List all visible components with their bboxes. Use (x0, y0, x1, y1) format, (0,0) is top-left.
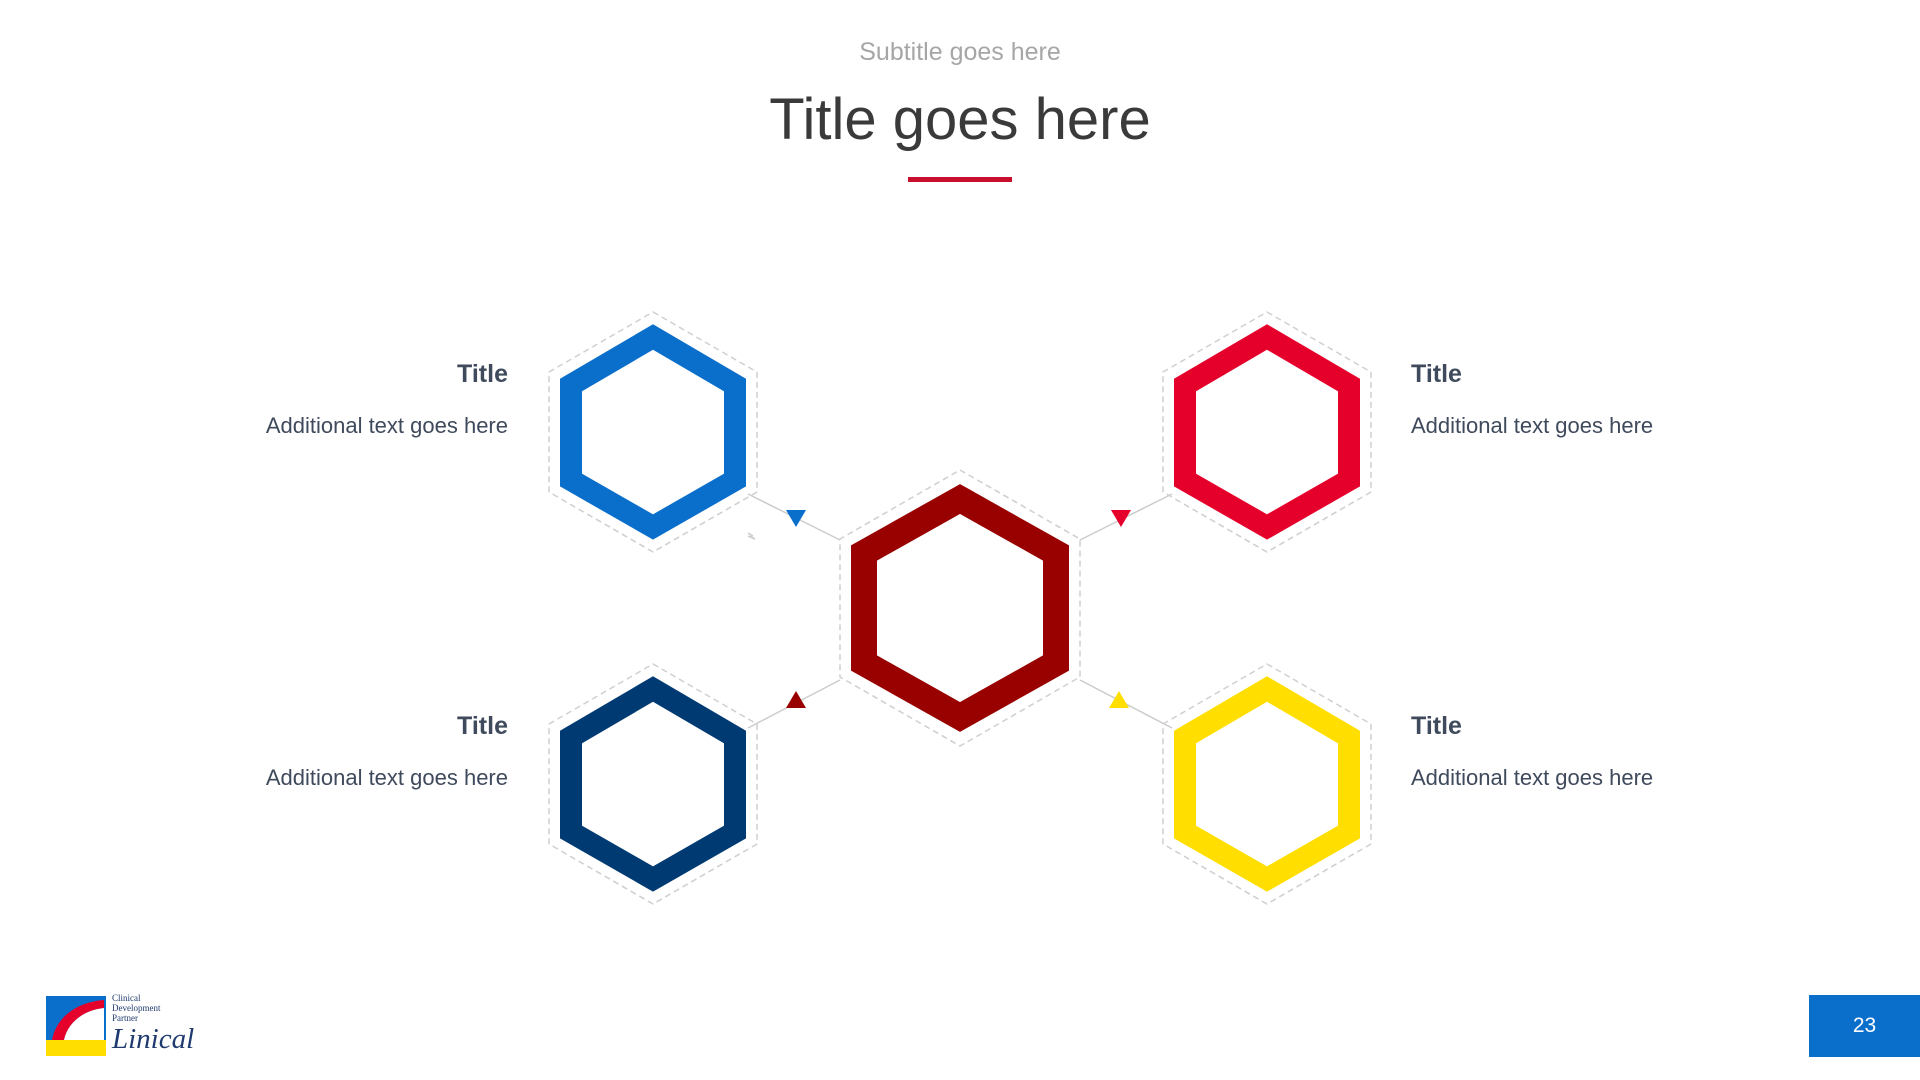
connector-lines (747, 493, 1173, 729)
hexagon-bottom-right (1162, 663, 1372, 905)
page-number-badge: 23 (1809, 995, 1920, 1057)
connector-top-left (747, 532, 754, 537)
arrow-down-icon (1111, 510, 1131, 527)
hexagon-top-right (1162, 311, 1372, 553)
node-description: Additional text goes here (265, 413, 508, 438)
logo-tagline-line: Development (112, 1003, 161, 1013)
hexagon-top-left-outline (548, 311, 758, 553)
hexagon-bottom-left (548, 663, 758, 905)
node-description: Additional text goes here (1411, 765, 1654, 790)
node-top-left-text: Title Additional text goes here (188, 357, 508, 441)
hexagon-top-right-outline (1162, 311, 1372, 553)
hexagon-top-right-ring (1174, 324, 1360, 540)
center-hexagon-ring (851, 484, 1069, 732)
hexagon-bottom-right-ring (1174, 676, 1360, 892)
logo-tagline-line: Clinical (112, 993, 141, 1003)
node-title: Title (457, 360, 508, 388)
company-logo: Clinical Development Partner Linical (46, 993, 206, 1057)
logo-tagline-line: Partner (112, 1013, 138, 1023)
node-title: Title (1411, 360, 1462, 388)
hexagon-bottom-left-outline (548, 663, 758, 905)
page-number: 23 (1852, 1014, 1877, 1037)
hexagon-top-left-ring (560, 324, 746, 540)
slide-title: Title goes here (769, 87, 1151, 152)
node-title: Title (457, 712, 508, 740)
logo-mark-icon (46, 996, 106, 1056)
hexagon-bottom-right-outline (1162, 663, 1372, 905)
node-description: Additional text goes here (265, 765, 508, 790)
center-hexagon (839, 469, 1081, 747)
node-bottom-left-text: Title Additional text goes here (188, 709, 508, 793)
logo-tagline: Clinical Development Partner (112, 993, 161, 1023)
center-hexagon-outline (839, 469, 1081, 747)
hexagon-bottom-left-ring (560, 676, 746, 892)
arrow-down-icon (786, 510, 806, 527)
title-underline (908, 177, 1012, 182)
arrow-up-icon (786, 691, 806, 708)
node-bottom-right-text: Title Additional text goes here (1411, 709, 1731, 793)
logo-brand-name: Linical (112, 1023, 195, 1055)
hexagon-top-left (548, 311, 758, 553)
node-top-right-text: Title Additional text goes here (1411, 357, 1731, 441)
node-title: Title (1411, 712, 1462, 740)
node-description: Additional text goes here (1411, 413, 1654, 438)
arrow-up-icon (1109, 691, 1129, 708)
slide-subtitle: Subtitle goes here (859, 38, 1061, 66)
